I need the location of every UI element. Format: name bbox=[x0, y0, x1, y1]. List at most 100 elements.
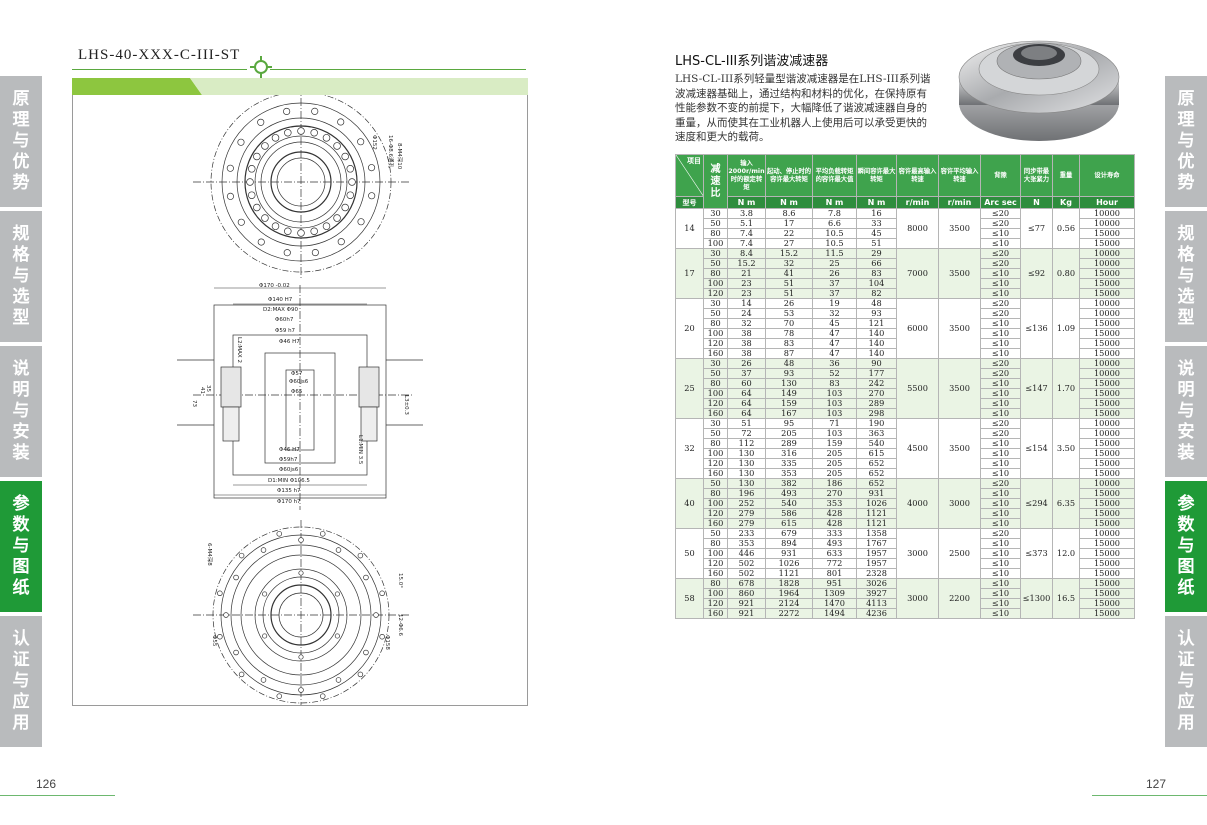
backlash-cell: ≤10 bbox=[980, 568, 1021, 579]
ratio-cell: 80 bbox=[703, 488, 728, 499]
backlash-cell: ≤10 bbox=[980, 438, 1021, 449]
momentary-torque-cell: 242 bbox=[856, 378, 897, 389]
tension-cell: ≤373 bbox=[1020, 528, 1053, 579]
side-tab-0[interactable]: 原理与优势 bbox=[0, 76, 42, 207]
backlash-cell: ≤20 bbox=[980, 478, 1021, 489]
tension-cell: ≤92 bbox=[1020, 248, 1053, 299]
svg-text:Φ46 H7: Φ46 H7 bbox=[279, 339, 300, 345]
bolt-hole bbox=[217, 633, 223, 640]
avg-torque-cell: 32 bbox=[812, 308, 857, 319]
ratio-cell: 160 bbox=[703, 408, 728, 419]
svg-text:Φ135 h7: Φ135 h7 bbox=[277, 488, 301, 494]
bolt-hole bbox=[379, 633, 385, 640]
momentary-torque-cell: 363 bbox=[856, 428, 897, 439]
momentary-torque-cell: 931 bbox=[856, 488, 897, 499]
side-tab-1[interactable]: 规格与选型 bbox=[1165, 211, 1207, 342]
bolt-hole bbox=[233, 649, 239, 656]
ratio-cell: 80 bbox=[703, 578, 728, 589]
rated-torque-cell: 130 bbox=[727, 458, 766, 469]
tension-cell: ≤154 bbox=[1020, 418, 1053, 479]
side-tab-4[interactable]: 认证与应用 bbox=[0, 616, 42, 747]
bolt-hole bbox=[246, 178, 254, 186]
rated-torque-cell: 60 bbox=[727, 378, 766, 389]
col-header: 同步带最大张紧力 bbox=[1020, 154, 1053, 197]
bolt-hole bbox=[260, 677, 267, 683]
model-cell: 14 bbox=[675, 208, 704, 249]
startstop-torque-cell: 586 bbox=[765, 508, 813, 519]
side-tab-3[interactable]: 参数与图纸 bbox=[0, 481, 42, 612]
table-corner: 项目 bbox=[675, 154, 704, 197]
bolt-hole bbox=[247, 165, 256, 173]
unit-cell: r/min bbox=[938, 196, 981, 209]
ratio-cell: 100 bbox=[703, 328, 728, 339]
bolt-hole bbox=[341, 152, 349, 161]
backlash-cell: ≤10 bbox=[980, 498, 1021, 509]
momentary-torque-cell: 83 bbox=[856, 268, 897, 279]
bolt-hole bbox=[333, 142, 341, 150]
backlash-cell: ≤10 bbox=[980, 578, 1021, 589]
side-tab-1[interactable]: 规格与选型 bbox=[0, 211, 42, 342]
rated-torque-cell: 51 bbox=[727, 418, 766, 429]
ratio-cell: 100 bbox=[703, 388, 728, 399]
life-cell: 15000 bbox=[1079, 238, 1135, 249]
side-tab-3[interactable]: 参数与图纸 bbox=[1165, 481, 1207, 612]
ratio-cell: 120 bbox=[703, 558, 728, 569]
side-tab-4[interactable]: 认证与应用 bbox=[1165, 616, 1207, 747]
life-cell: 15000 bbox=[1079, 538, 1135, 549]
bolt-hole bbox=[346, 191, 355, 199]
avg-speed-cell: 2500 bbox=[938, 528, 981, 579]
rated-torque-cell: 130 bbox=[727, 478, 766, 489]
unit-cell: N m bbox=[727, 196, 766, 209]
startstop-torque-cell: 540 bbox=[765, 498, 813, 509]
avg-torque-cell: 83 bbox=[812, 378, 857, 389]
backlash-cell: ≤20 bbox=[980, 218, 1021, 229]
life-cell: 15000 bbox=[1079, 278, 1135, 289]
momentary-torque-cell: 1121 bbox=[856, 508, 897, 519]
side-tab-0[interactable]: 原理与优势 bbox=[1165, 76, 1207, 207]
backlash-cell: ≤10 bbox=[980, 388, 1021, 399]
ratio-cell: 50 bbox=[703, 258, 728, 269]
row-header-model: 型号 bbox=[675, 196, 704, 209]
avg-torque-cell: 11.5 bbox=[812, 248, 857, 259]
ratio-cell: 120 bbox=[703, 288, 728, 299]
avg-speed-cell: 3500 bbox=[938, 418, 981, 479]
bolt-hole bbox=[283, 249, 291, 257]
dim-label: Φ170 -0.02 bbox=[259, 283, 290, 289]
side-tab-2[interactable]: 说明与安装 bbox=[1165, 346, 1207, 477]
avg-torque-cell: 47 bbox=[812, 328, 857, 339]
avg-torque-cell: 186 bbox=[812, 478, 857, 489]
avg-torque-cell: 37 bbox=[812, 288, 857, 299]
momentary-torque-cell: 2328 bbox=[856, 568, 897, 579]
life-cell: 15000 bbox=[1079, 408, 1135, 419]
bolt-hole bbox=[238, 671, 245, 678]
ratio-cell: 80 bbox=[703, 378, 728, 389]
rated-torque-cell: 921 bbox=[727, 608, 766, 619]
svg-text:L1:MIN 3.5: L1:MIN 3.5 bbox=[357, 435, 363, 465]
avg-speed-cell: 3000 bbox=[938, 478, 981, 529]
startstop-torque-cell: 130 bbox=[765, 378, 813, 389]
avg-torque-cell: 951 bbox=[812, 578, 857, 589]
momentary-torque-cell: 190 bbox=[856, 418, 897, 429]
bolt-hole bbox=[335, 547, 342, 553]
bolt-hole bbox=[368, 164, 376, 172]
backlash-cell: ≤10 bbox=[980, 338, 1021, 349]
side-tab-2[interactable]: 说明与安装 bbox=[0, 346, 42, 477]
startstop-torque-cell: 205 bbox=[765, 428, 813, 439]
ratio-cell: 120 bbox=[703, 458, 728, 469]
backlash-cell: ≤10 bbox=[980, 558, 1021, 569]
svg-text:35: 35 bbox=[205, 385, 211, 392]
col-header: 重量 bbox=[1052, 154, 1080, 197]
model-cell: 40 bbox=[675, 478, 704, 529]
ratio-cell: 80 bbox=[703, 538, 728, 549]
ratio-cell: 30 bbox=[703, 248, 728, 259]
bolt-hole bbox=[334, 633, 340, 639]
page-rule-right bbox=[1092, 795, 1207, 796]
bolt-hole bbox=[298, 687, 304, 693]
bolt-hole bbox=[283, 107, 291, 115]
